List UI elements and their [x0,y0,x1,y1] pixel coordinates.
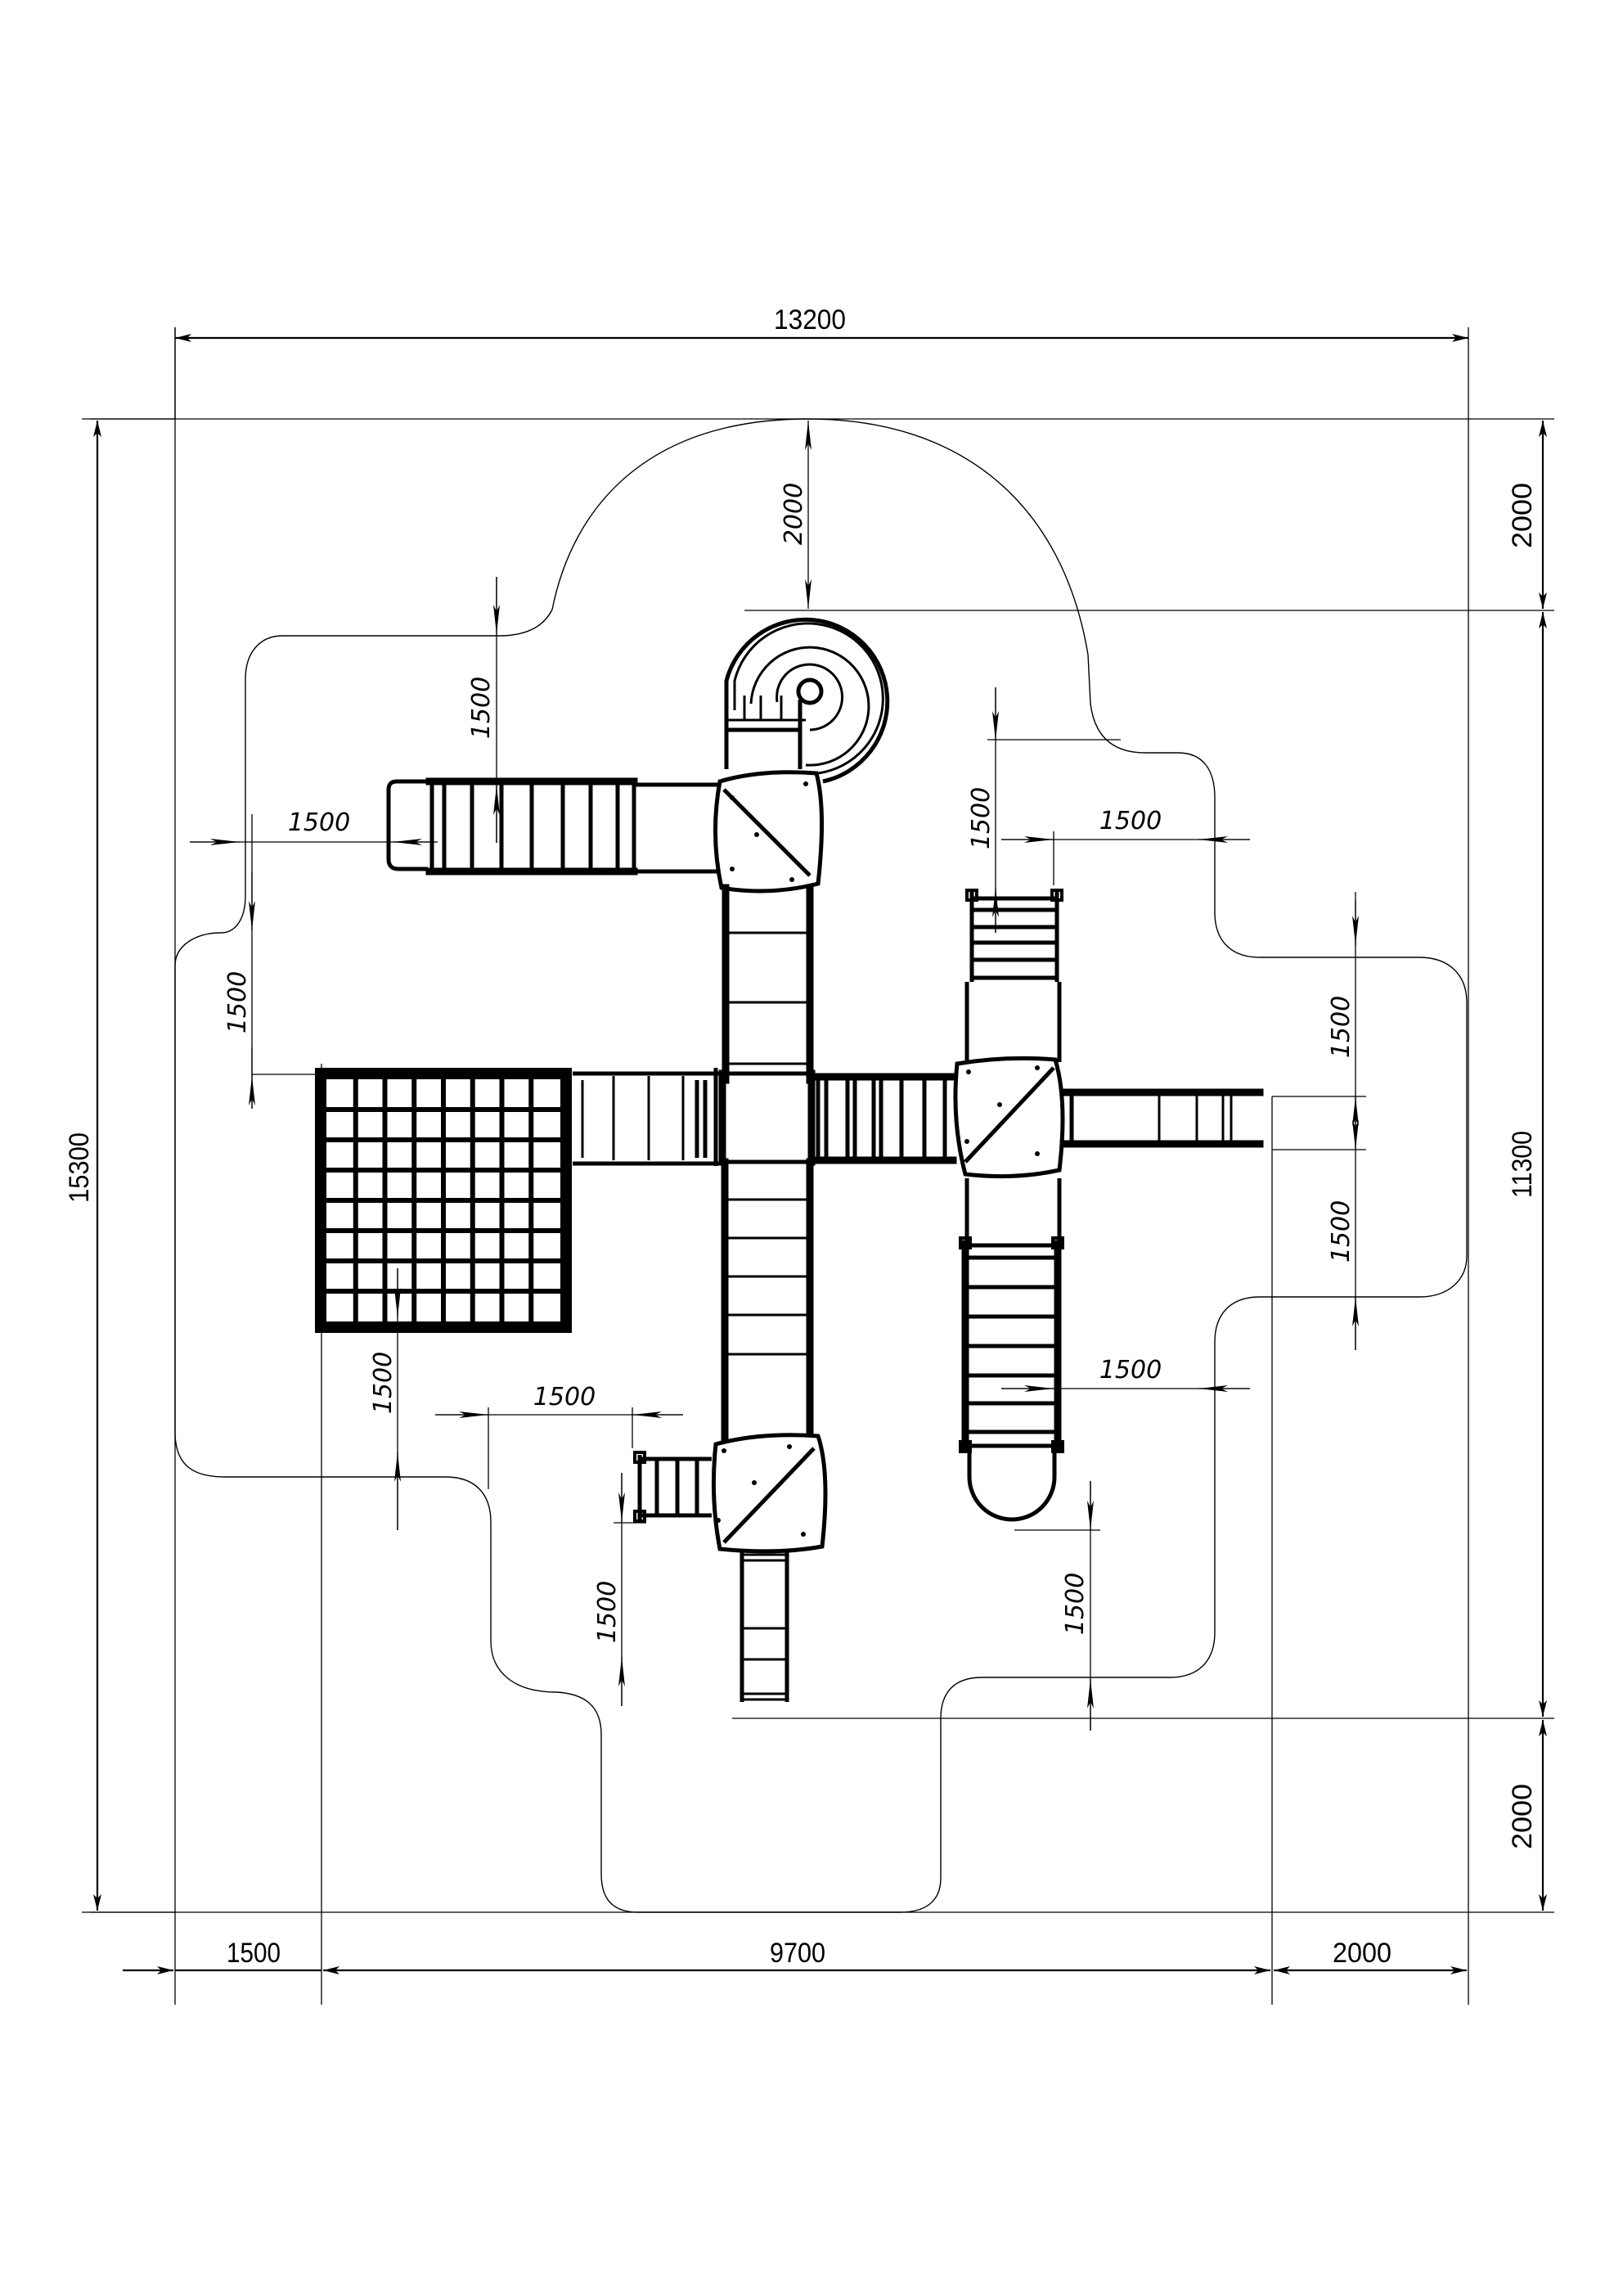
dim-label-right-ladder-top: 1500 [967,787,996,849]
ladder-rungs [429,781,636,871]
right-top-ladder [964,889,1063,1062]
lower-left-step [633,1451,712,1523]
dim-label-bottom-middle: 9700 [770,1938,825,1969]
dim-overall-width: 13200 [174,304,1468,419]
dim-upper-ladder-top: 1500 [467,577,500,843]
platform-lower [711,1433,828,1554]
right-vertical-ladder [959,1236,1064,1522]
dim-right-ladder-side: 1500 [1001,807,1250,885]
dim-right-bridge-bottom: 1500 [1272,1096,1366,1350]
platform-upper [713,770,825,894]
dim-right-ladder-top: 1500 [967,687,1121,933]
left-bridge [573,1068,720,1166]
dim-label-net-top: 1500 [223,971,252,1033]
dim-right-stack: 2000 11300 2000 [1507,421,1547,1911]
dim-label-bottom-right: 2000 [1333,1938,1391,1969]
dim-label-lower-step-left: 1500 [533,1383,596,1411]
central-ramp-upper [722,884,814,1084]
dim-overall-height: 15300 [64,418,175,1913]
dim-lower-step-left: 1500 [435,1383,683,1489]
dim-label-overall-height: 15300 [64,1132,95,1203]
right-slide-horizontal [1059,1088,1264,1148]
dim-label-overall-width: 13200 [774,304,846,335]
dim-label-right-bridge-bottom: 1500 [1327,1200,1355,1263]
dim-upper-ladder-left: 1500 [190,808,438,845]
dim-label-right-top: 2000 [1507,483,1538,548]
dim-label-right-bridge-top: 1500 [1327,996,1355,1058]
net-grid [326,1079,560,1321]
dim-label-right-bottom: 2000 [1507,1784,1538,1849]
dim-label-right-ladder-side: 1500 [1099,807,1162,835]
dim-right-slide-bottom: 1500 [1014,1481,1100,1731]
dim-label-bottom-left: 1500 [227,1938,281,1969]
platform-right [953,1056,1065,1179]
dim-label-lower-step-bottom: 1500 [593,1581,622,1643]
safety-zone-outline [174,418,1468,1913]
dim-slide-top: 2000 [780,421,812,609]
central-hub [718,1069,816,1166]
bottom-ladder [740,1549,789,1702]
upper-left-ladder [386,777,720,876]
dim-net-top: 1500 [223,814,334,1109]
dim-label-upper-ladder-left: 1500 [288,808,350,837]
central-ramp-lower [721,1158,814,1444]
climbing-net [315,1068,572,1333]
dim-label-slide-top: 2000 [780,483,808,545]
right-bridge [810,1073,957,1164]
dim-label-right-middle: 11300 [1507,1131,1538,1198]
dim-label-upper-ladder-top: 1500 [467,677,496,739]
dim-net-bottom: 1500 [369,1268,401,1530]
dim-label-right-slide-side: 1500 [1099,1356,1162,1384]
extension-lines [90,327,1554,2005]
dim-right-slide-side: 1500 [1001,1356,1250,1392]
dim-label-right-slide-bottom: 1500 [1061,1573,1090,1635]
dim-lower-step-bottom: 1500 [593,1473,646,1706]
spiral-slide [724,617,890,784]
dim-right-bridge-top: 1500 [1272,892,1366,1137]
dim-label-net-bottom: 1500 [369,1352,398,1414]
dim-bottom-stack: 1500 9700 2000 [123,1938,1467,1974]
